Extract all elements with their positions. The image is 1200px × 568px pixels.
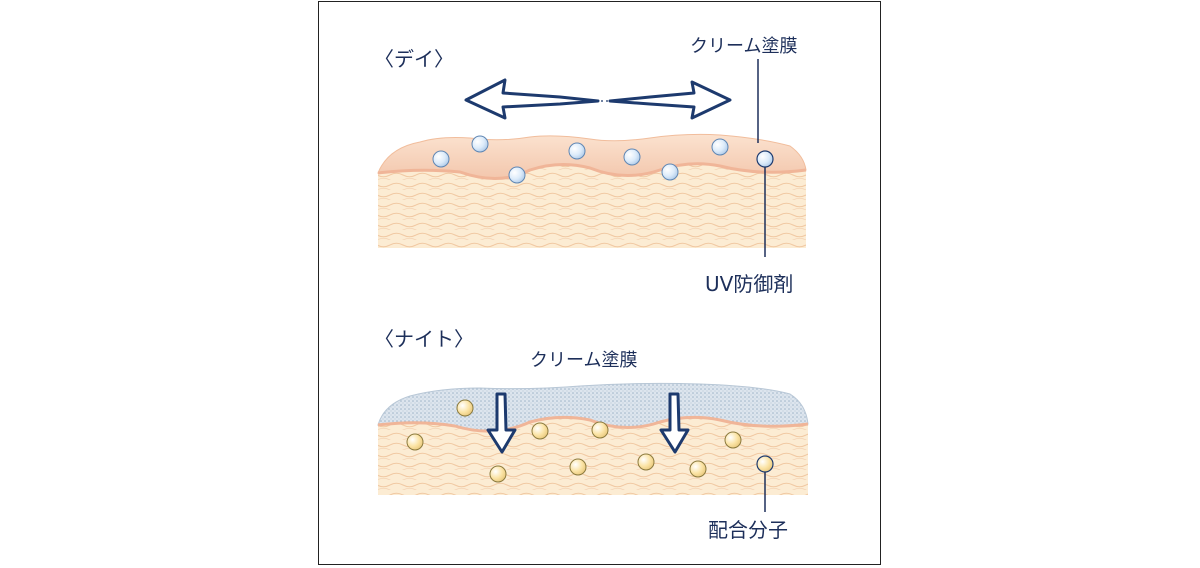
double-headed-arrow-icon [464, 78, 732, 120]
uv-particle [568, 142, 586, 160]
molecule-particle [756, 455, 774, 473]
molecule-particle [591, 421, 609, 439]
uv-particle [756, 150, 774, 168]
uv-agent-label: UV防御剤 [705, 272, 793, 296]
uv-particle [471, 135, 489, 153]
ingredient-label: 配合分子 [708, 518, 788, 542]
ingredient-molecules [406, 399, 774, 483]
night-heading: 〈ナイト〉 [374, 327, 474, 351]
uv-particle [623, 148, 641, 166]
molecule-particle [724, 431, 742, 449]
molecule-particle [569, 458, 587, 476]
molecule-particle [489, 465, 507, 483]
uv-particle [508, 166, 526, 184]
down-arrow-icon [486, 392, 517, 454]
uv-particle [432, 150, 450, 168]
uv-particle [661, 163, 679, 181]
uv-agent-particles [432, 135, 774, 184]
down-arrow-icon [659, 392, 690, 454]
night-cream-film [377, 382, 809, 433]
molecule-particle [406, 433, 424, 451]
molecule-particle [456, 399, 474, 417]
day-heading: 〈デイ〉 [374, 47, 454, 71]
day-film-label: クリーム塗膜 [690, 35, 797, 57]
day-skin-layer [378, 163, 806, 248]
molecule-particle [531, 422, 549, 440]
night-film-label: クリーム塗膜 [530, 349, 637, 371]
molecule-particle [637, 453, 655, 471]
molecule-particle [689, 460, 707, 478]
uv-particle [711, 138, 729, 156]
